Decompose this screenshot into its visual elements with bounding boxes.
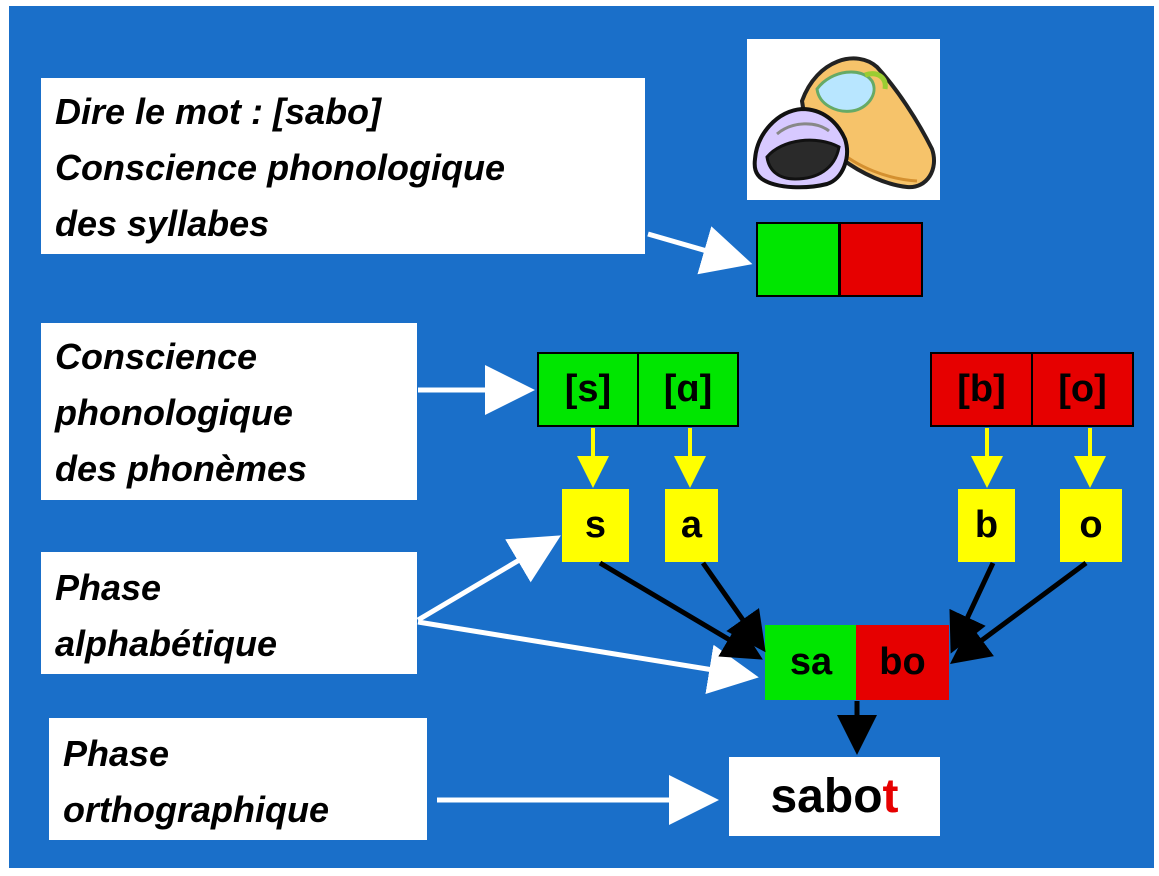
- alphabetic-label-line1: Phase: [55, 567, 162, 608]
- alphabetic-label-line2: alphabétique: [55, 623, 278, 664]
- orthographic-label: Phase orthographique: [49, 718, 427, 840]
- syllables-label: Dire le mot : [sabo] Conscience phonolog…: [41, 78, 645, 254]
- phoneme-box-a: [ɑ]: [637, 352, 739, 427]
- final-word-silent-letter: t: [882, 770, 899, 823]
- syllable-box-red: [839, 222, 923, 297]
- letter-o-text: o: [1079, 504, 1103, 546]
- phonemes-label-line2: phonologique: [55, 392, 293, 433]
- syllable-box-green: [756, 222, 840, 297]
- combined-syllable-sa: sa: [765, 625, 857, 700]
- phonemes-label: Conscience phonologique des phonèmes: [41, 323, 417, 500]
- letter-b-text: b: [974, 504, 999, 546]
- combined-bo-text: bo: [879, 641, 926, 683]
- phoneme-box-b: [b]: [930, 352, 1033, 427]
- arrow-letter-o-to-combined: [949, 560, 1088, 664]
- syllables-label-line2: Conscience phonologique: [55, 147, 506, 188]
- orthographic-label-line2: orthographique: [63, 789, 329, 830]
- phoneme-box-s: [s]: [537, 352, 639, 427]
- arrow-syllables-to-boxes: [647, 226, 753, 275]
- phoneme-box-o: [o]: [1031, 352, 1134, 427]
- letter-box-s: s: [562, 489, 629, 562]
- phoneme-s-text: [s]: [564, 368, 612, 410]
- arrow-letter-b-to-combined: [949, 561, 996, 654]
- letter-box-o: o: [1060, 489, 1122, 562]
- phoneme-o-text: [o]: [1058, 368, 1107, 410]
- wooden-clogs-icon: [747, 39, 940, 200]
- final-word-main: sabo: [770, 770, 883, 823]
- arrow-alphabetic-to-letter-s: [416, 535, 561, 623]
- arrow-alphabetic-to-combined: [417, 619, 759, 695]
- phonemes-label-line3: des phonèmes: [55, 448, 308, 489]
- syllables-label-line1: Dire le mot : [sabo]: [55, 91, 382, 132]
- letter-box-b: b: [958, 489, 1015, 562]
- letter-box-a: a: [665, 489, 718, 562]
- letter-s-text: s: [584, 504, 607, 546]
- phoneme-b-text: [b]: [957, 368, 1006, 410]
- arrow-letter-s-to-combined: [598, 560, 763, 660]
- combined-syllable-bo: bo: [856, 625, 949, 700]
- syllables-label-line3: des syllabes: [55, 203, 270, 244]
- combined-sa-text: sa: [789, 641, 833, 683]
- letter-a-text: a: [680, 504, 703, 546]
- orthographic-label-line1: Phase: [63, 733, 170, 774]
- phoneme-a-text: [ɑ]: [663, 368, 713, 410]
- arrow-letter-a-to-combined: [700, 561, 766, 653]
- phonemes-label-line1: Conscience: [55, 336, 258, 377]
- alphabetic-label: Phase alphabétique: [41, 552, 417, 674]
